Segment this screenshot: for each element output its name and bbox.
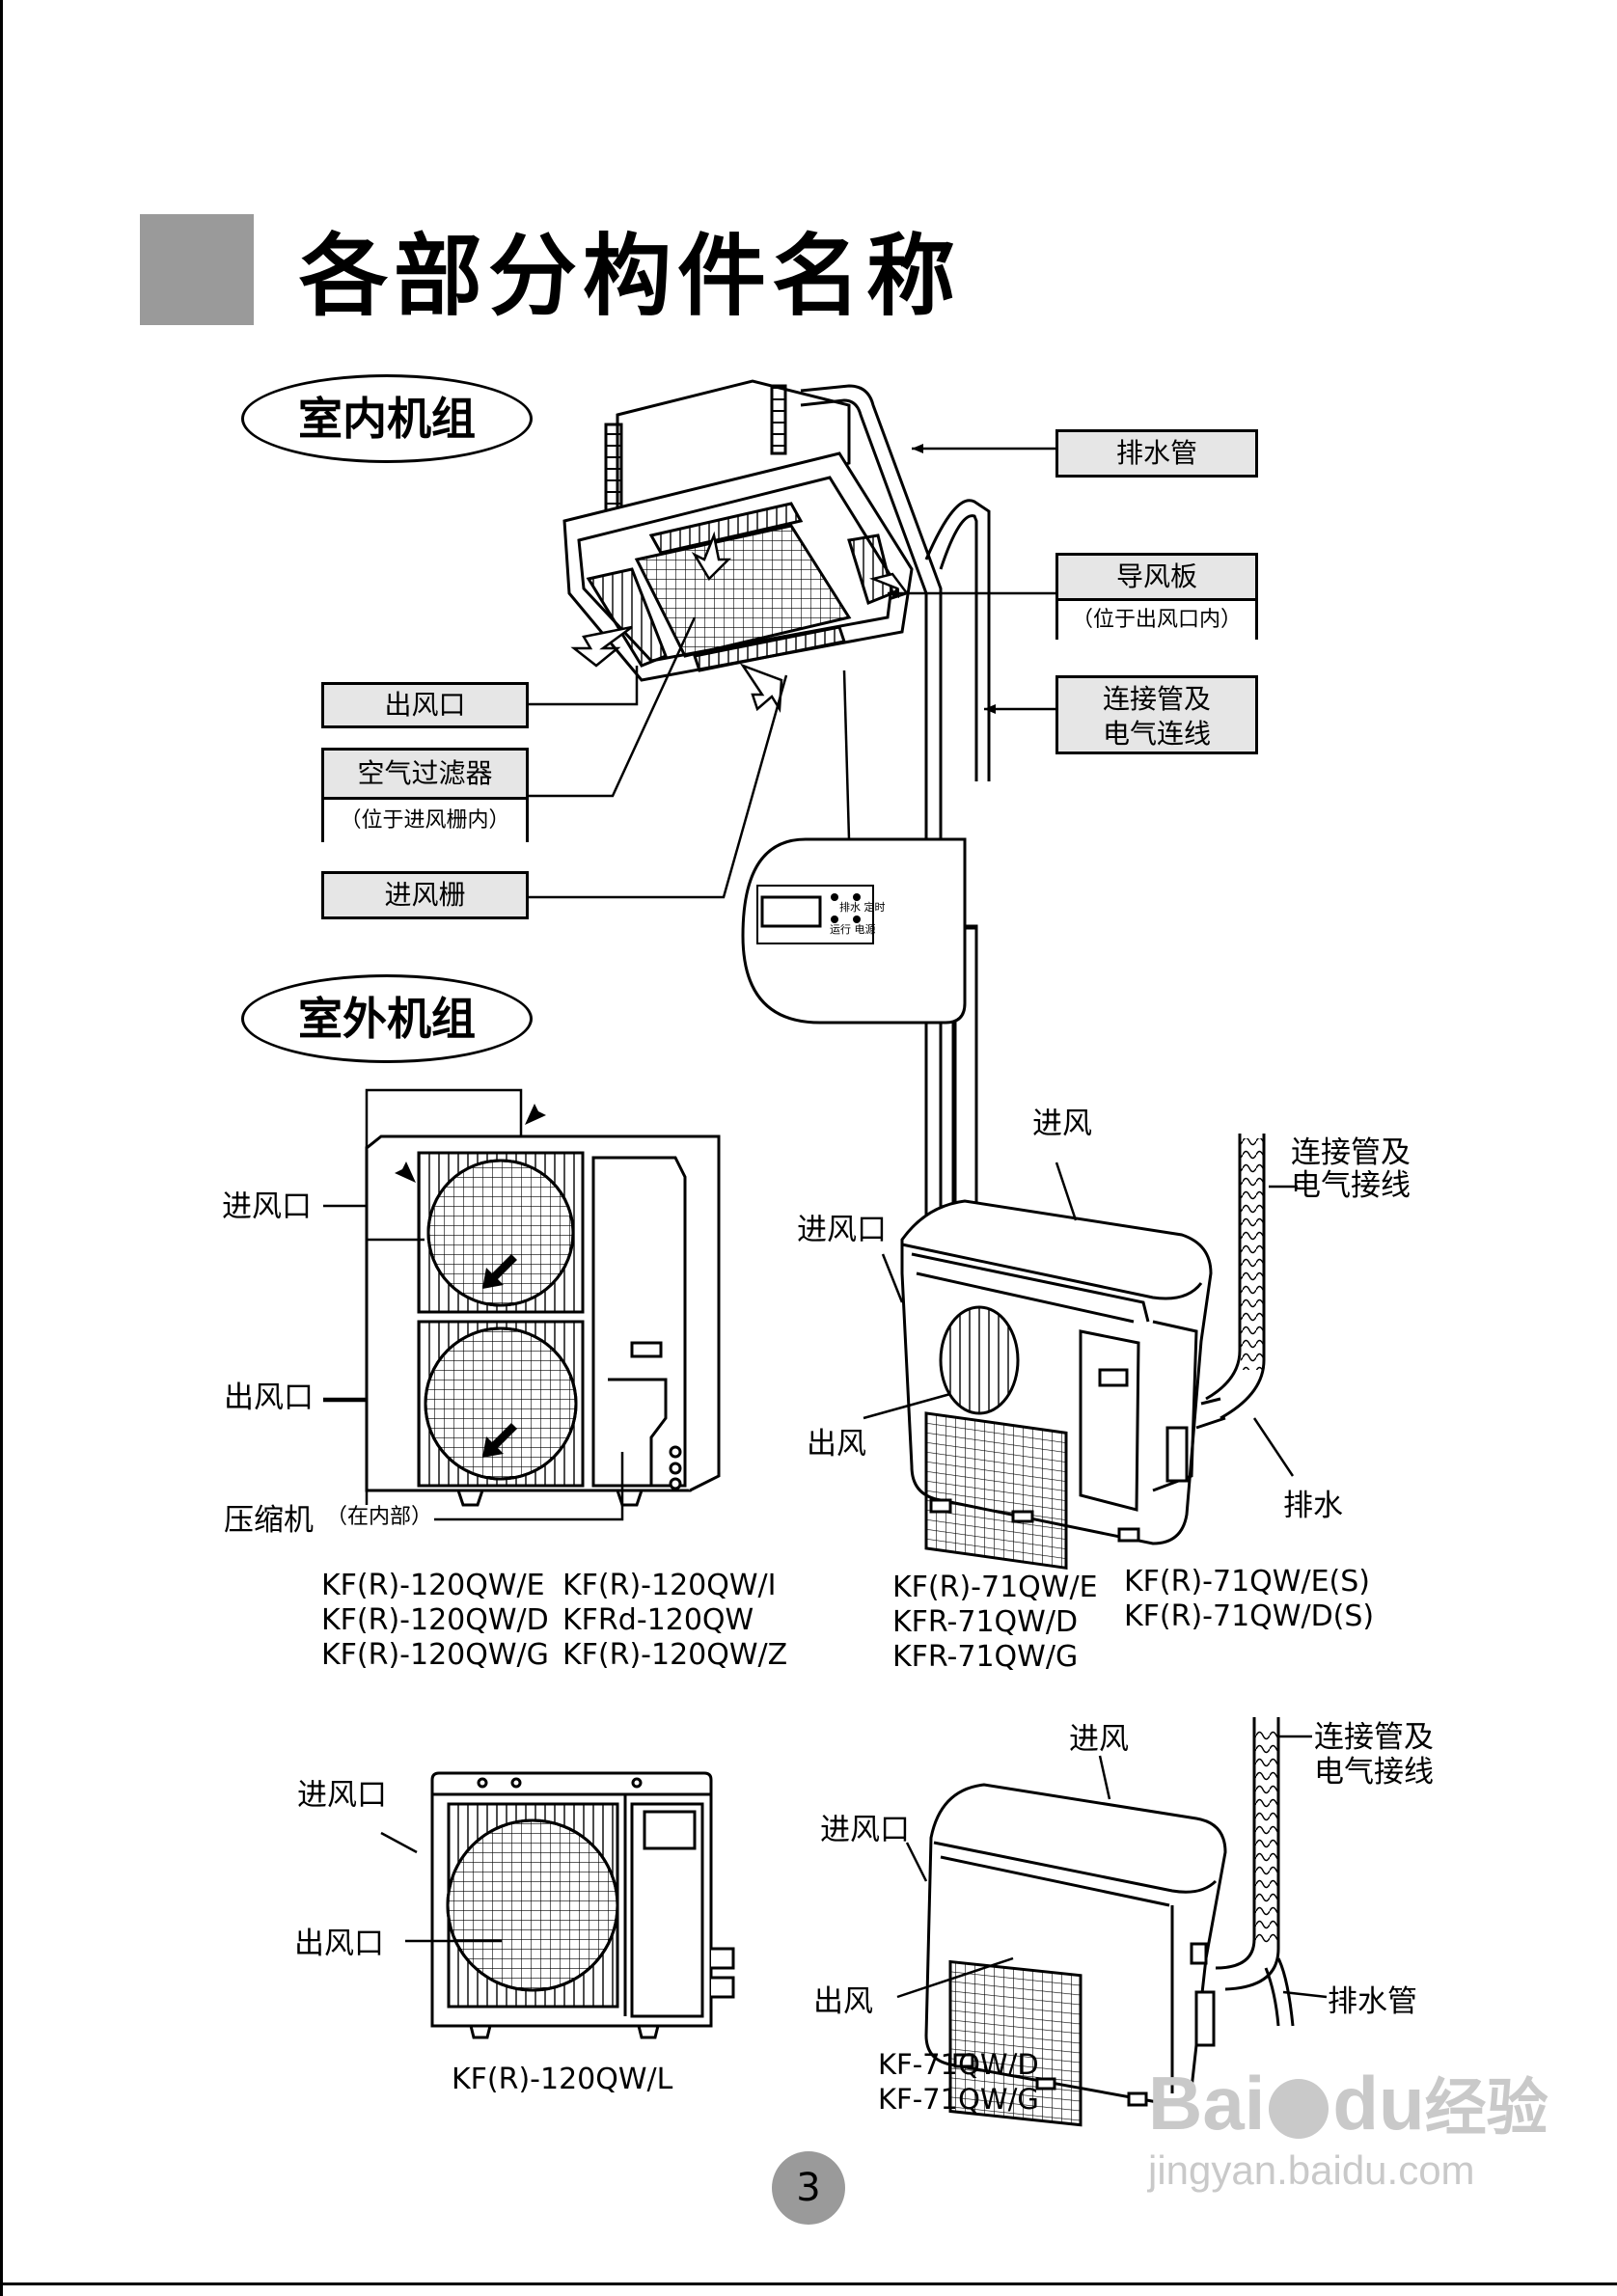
control-panel-inset — [741, 837, 967, 1025]
page-number: 3 — [772, 2151, 845, 2225]
model-item: KFR-71QW/D — [892, 1605, 1079, 1639]
outdoor-d-leader-lines — [896, 1735, 1328, 1999]
unit-d-air-in-label: 进风 — [1069, 1722, 1129, 1757]
outdoor-unit-c — [430, 1771, 735, 2039]
panel-text-line1: 排水 定时 — [839, 901, 886, 914]
outdoor-d-connection-pipe — [1215, 1717, 1295, 2027]
model-item: KF(R)-120QW/Z — [562, 1638, 788, 1672]
indoor-cassette-unit — [562, 379, 914, 713]
model-item: KF(R)-71QW/E — [892, 1571, 1098, 1604]
unit-a-air-outlet-label: 出风口 — [224, 1380, 314, 1415]
watermark-url: jingyan.baidu.com — [1148, 2147, 1475, 2193]
page-title: 各部分构件名称 — [299, 225, 962, 328]
unit-b-connection-line1: 连接管及 — [1291, 1135, 1411, 1170]
watermark-brand2: du — [1332, 2061, 1425, 2146]
unit-c-air-inlet-label: 进风口 — [297, 1778, 387, 1813]
unit-b-models-col2: KF(R)-71QW/E(S) KF(R)-71QW/D(S) — [1124, 1565, 1374, 1634]
air-outlet-label: 出风口 — [321, 682, 529, 728]
air-filter-text: 空气过滤器 — [357, 757, 493, 789]
unit-d-connection-line2: 电气接线 — [1314, 1755, 1434, 1790]
model-item: KFRd-120QW — [562, 1603, 754, 1637]
outdoor-b-leader-lines — [863, 1162, 1298, 1477]
model-item: KF(R)-71QW/D(S) — [1124, 1599, 1375, 1633]
drain-pipe-text: 排水管 — [1115, 437, 1197, 469]
page-bottom-border — [0, 2282, 1617, 2285]
louver-note: （位于出风口内） — [1058, 598, 1255, 640]
model-item: KF(R)-120QW/E — [321, 1569, 545, 1602]
unit-c-air-outlet-label: 出风口 — [294, 1927, 384, 1961]
outdoor-c-leader-lines — [380, 1831, 502, 1943]
intake-grille-text: 进风栅 — [384, 879, 466, 911]
connection-pipe-line1: 连接管及 — [1102, 683, 1211, 715]
model-item: KF-71QW/D — [878, 2048, 1039, 2081]
unit-a-compressor-note: （在内部） — [326, 1505, 433, 1529]
watermark-brand: Bai — [1148, 2061, 1266, 2146]
watermark-suffix: 经验 — [1424, 2073, 1548, 2143]
unit-d-connection-line1: 连接管及 — [1314, 1720, 1434, 1755]
model-item: KF(R)-120QW/D — [321, 1603, 549, 1637]
unit-c-model: KF(R)-120QW/L — [452, 2063, 673, 2096]
model-item: KF(R)-120QW/I — [562, 1569, 777, 1602]
louver-label: 导风板 （位于出风口内） — [1055, 553, 1258, 640]
outdoor-unit-a — [365, 1134, 721, 1507]
model-item: KF-71QW/G — [878, 2083, 1039, 2116]
outdoor-unit-d — [924, 1783, 1227, 2127]
indoor-leader-lines — [529, 447, 1055, 899]
air-filter-note: （位于进风栅内） — [324, 797, 526, 842]
unit-d-air-inlet-label: 进风口 — [820, 1813, 910, 1847]
intake-grille-label: 进风栅 — [321, 871, 529, 919]
unit-a-compressor-label: 压缩机 — [224, 1503, 314, 1538]
indoor-section-label: 室内机组 — [241, 374, 533, 463]
panel-text-line2: 运行 电源 — [830, 923, 876, 936]
model-item: KF(R)-120QW/G — [321, 1638, 549, 1672]
connection-pipe-line2: 电气连线 — [1102, 718, 1211, 750]
model-item: KF(R)-71QW/E(S) — [1124, 1565, 1370, 1599]
outdoor-a-leader-lines — [323, 1088, 624, 1521]
air-filter-label: 空气过滤器 （位于进风栅内） — [321, 748, 529, 842]
title-marker-block — [140, 214, 254, 325]
air-outlet-text: 出风口 — [384, 689, 466, 721]
connection-pipe-label: 连接管及 电气连线 — [1055, 675, 1258, 754]
paw-icon — [1269, 2079, 1329, 2140]
unit-d-air-out-label: 出风 — [813, 1984, 873, 2019]
outdoor-unit-b — [900, 1199, 1213, 1571]
unit-d-drain-pipe-label: 排水管 — [1328, 1984, 1417, 2019]
outdoor-section-label: 室外机组 — [241, 974, 533, 1063]
unit-a-air-inlet-label: 进风口 — [222, 1189, 312, 1224]
drain-pipe-label: 排水管 — [1055, 429, 1258, 478]
outdoor-b-connection-pipe — [1195, 1134, 1266, 1430]
unit-a-models-col2: KF(R)-120QW/I KFRd-120QW KF(R)-120QW/Z — [562, 1569, 787, 1673]
unit-b-air-in-label: 进风 — [1032, 1107, 1092, 1141]
unit-b-air-out-label: 出风 — [807, 1427, 866, 1462]
unit-b-drain-label: 排水 — [1283, 1489, 1343, 1523]
louver-text: 导风板 — [1115, 560, 1197, 592]
page-left-border — [0, 0, 3, 2296]
model-item: KFR-71QW/G — [892, 1640, 1079, 1674]
unit-d-models: KF-71QW/D KF-71QW/G — [878, 2047, 1039, 2117]
unit-b-models-col1: KF(R)-71QW/E KFR-71QW/D KFR-71QW/G — [892, 1571, 1098, 1675]
unit-b-air-inlet-label: 进风口 — [797, 1213, 887, 1247]
unit-a-models-col1: KF(R)-120QW/E KF(R)-120QW/D KF(R)-120QW/… — [321, 1569, 549, 1673]
unit-b-connection-line2: 电气接线 — [1291, 1168, 1411, 1203]
